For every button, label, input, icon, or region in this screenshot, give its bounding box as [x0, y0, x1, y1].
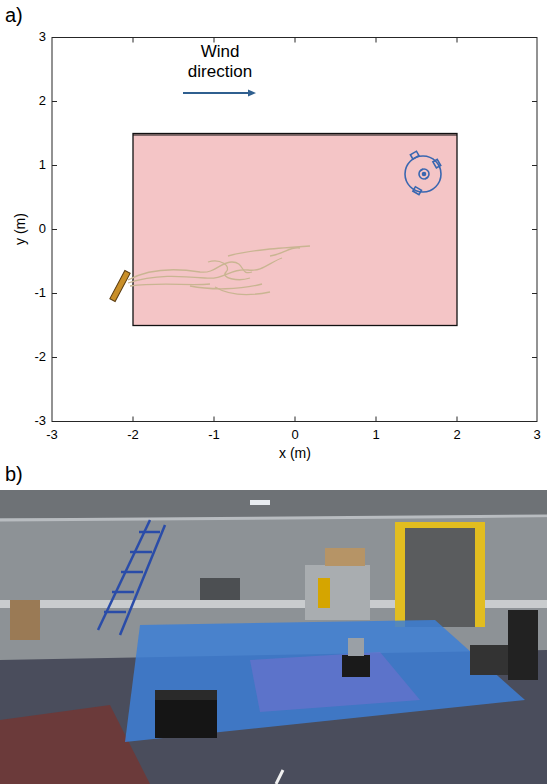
panel-label: a) [5, 4, 23, 27]
arena-region [133, 134, 457, 326]
x-tick: 3 [533, 428, 540, 443]
y-tick: -3 [34, 414, 46, 429]
x-tick: -1 [208, 428, 220, 443]
x-tick: 0 [291, 428, 298, 443]
x-tick: -3 [46, 428, 58, 443]
y-tick: -1 [34, 286, 46, 301]
odor-plume [128, 246, 310, 295]
axis-title: x (m) [279, 445, 311, 461]
y-tick: 2 [39, 94, 46, 109]
y-tick: -2 [34, 350, 46, 365]
x-tick: 2 [453, 428, 460, 443]
y-tick: 3 [39, 30, 46, 45]
wind-label: Wind direction [177, 42, 263, 81]
robot-icon [405, 151, 441, 194]
panel-label: b) [5, 463, 23, 486]
x-tick: 1 [372, 428, 379, 443]
lab-photo [0, 490, 547, 784]
x-tick: -2 [127, 428, 139, 443]
wind-arrow [183, 90, 256, 97]
odor-source [110, 270, 130, 301]
axes-box [52, 38, 537, 422]
arena-edge [133, 135, 457, 136]
tick-marks [52, 38, 537, 422]
axis-title: y (m) [12, 214, 28, 246]
y-tick: 0 [39, 222, 46, 237]
y-tick: 1 [39, 158, 46, 173]
